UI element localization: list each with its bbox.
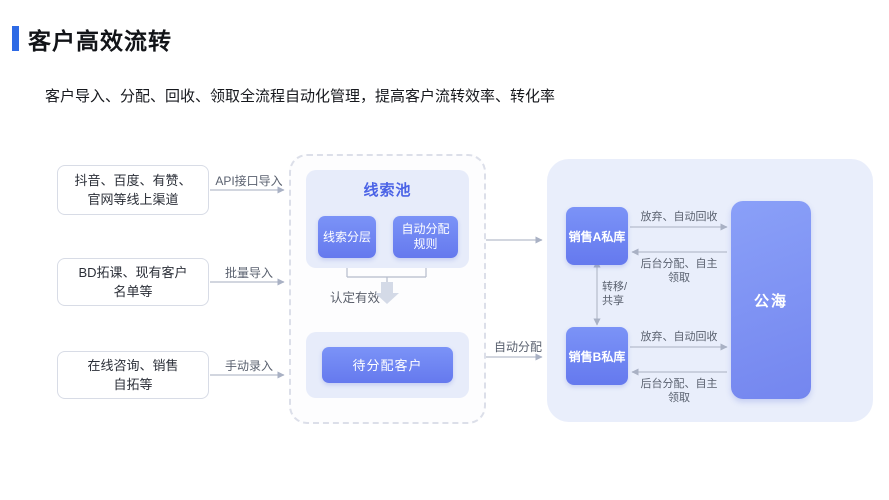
title-accent-bar	[12, 26, 19, 51]
flow-label-manual-entry: 手动录入	[224, 359, 273, 373]
claim-label-b: 后台分配、自主领取	[640, 378, 718, 404]
source-box-bd-lists: BD拓课、现有客户名单等	[57, 258, 209, 306]
down-arrow-icon	[375, 282, 399, 304]
sales-a-private-pool: 销售A私库	[566, 207, 628, 265]
page-subtitle: 客户导入、分配、回收、领取全流程自动化管理，提高客户流转效率、转化率	[45, 88, 556, 105]
recycle-label-a: 放弃、自动回收	[640, 211, 718, 223]
transfer-share-label: 转移/共享	[602, 281, 628, 307]
source-box-self-expand: 在线咨询、销售自拓等	[57, 351, 209, 399]
auto-assign-label: 自动分配	[493, 340, 542, 354]
sales-b-private-pool: 销售B私库	[566, 327, 628, 385]
flow-label-api-import: API接口导入	[215, 174, 283, 188]
recycle-label-b: 放弃、自动回收	[640, 331, 718, 343]
lead-pool-title: 线索池	[363, 182, 412, 199]
auto-assign-rules-button: 自动分配规则	[393, 216, 458, 258]
page-title: 客户高效流转	[28, 28, 172, 54]
claim-label-a: 后台分配、自主领取	[640, 258, 718, 284]
source-box-online-channels: 抖音、百度、有赞、官网等线上渠道	[57, 165, 209, 215]
qualify-valid-label: 认定有效	[330, 291, 381, 305]
pending-customers-button: 待分配客户	[322, 347, 453, 383]
lead-layering-button: 线索分层	[318, 216, 376, 258]
public-pool: 公海	[731, 201, 811, 399]
flow-label-batch-import: 批量导入	[224, 266, 273, 280]
